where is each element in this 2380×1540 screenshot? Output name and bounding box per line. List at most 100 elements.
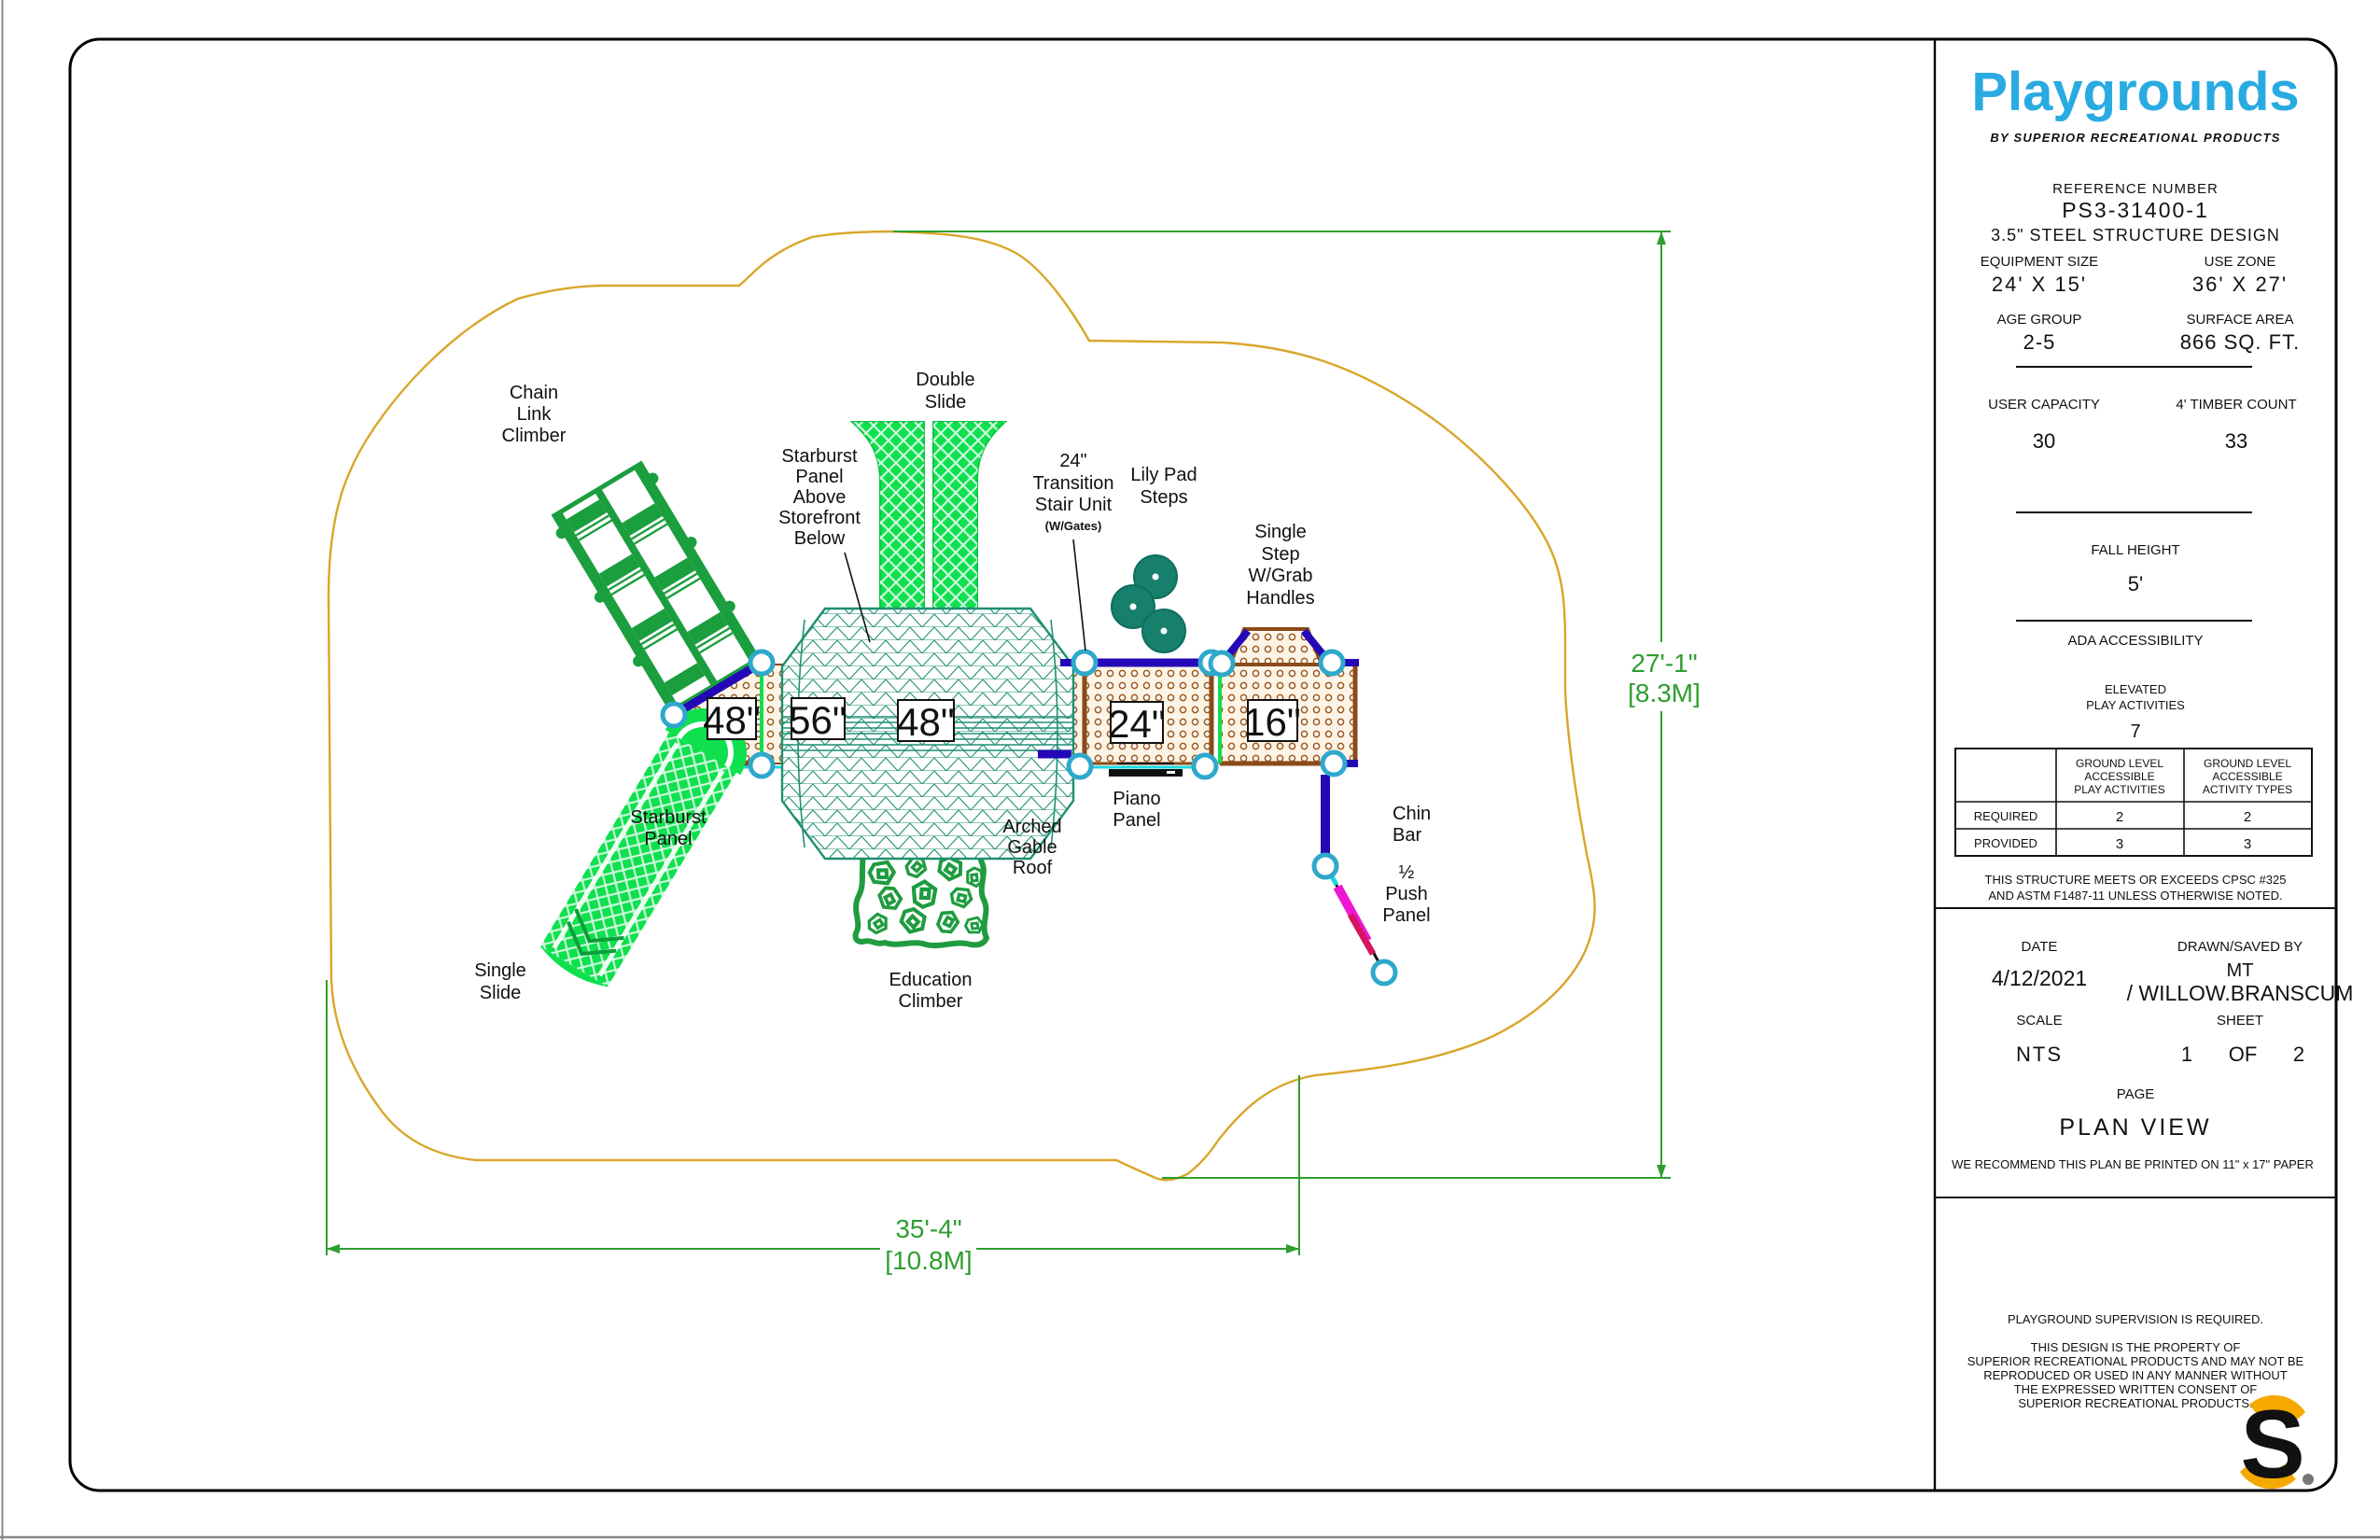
sheet-total: 2 [2293, 1043, 2304, 1066]
timber-count-label: 4' TIMBER COUNT [2176, 397, 2296, 413]
svg-text:Piano: Piano [1113, 789, 1160, 809]
label-push-panel: ½ Push Panel [1382, 862, 1430, 926]
label-transition-stair: 24" Transition Stair Unit (W/Gates) [1032, 451, 1113, 533]
svg-text:Steps: Steps [1140, 487, 1187, 508]
svg-text:Gable: Gable [1007, 837, 1057, 858]
svg-text:S: S [2240, 1391, 2304, 1499]
page-label: PAGE [2117, 1086, 2155, 1102]
print-note: WE RECOMMEND THIS PLAN BE PRINTED ON 11"… [1952, 1157, 2314, 1171]
svg-text:Panel: Panel [1113, 810, 1160, 831]
s-logo: S [2240, 1391, 2314, 1499]
dim-height-ft: 27'-1" [1631, 649, 1697, 678]
page-border [68, 37, 2338, 1492]
use-zone-outline [327, 230, 1596, 1182]
svg-text:ACCESSIBLE: ACCESSIBLE [2212, 770, 2282, 783]
svg-text:Step: Step [1261, 544, 1299, 565]
dim-height-m: [8.3M] [1628, 679, 1701, 707]
user-capacity: 30 [2033, 429, 2055, 453]
property-line-1: SUPERIOR RECREATIONAL PRODUCTS AND MAY N… [1967, 1354, 2304, 1368]
svg-text:REQUIRED: REQUIRED [1974, 809, 2038, 823]
design-spec: 3.5" STEEL STRUCTURE DESIGN [1991, 226, 2280, 245]
drawn-by-label: DRAWN/SAVED BY [2177, 939, 2303, 955]
svg-text:Storefront: Storefront [778, 508, 861, 528]
push-panel [1326, 870, 1383, 968]
lily-pad-steps [1111, 554, 1186, 653]
svg-text:3: 3 [2244, 836, 2251, 852]
label-chain-link-climber: Chain Link Climber [502, 383, 567, 446]
posts [660, 649, 1398, 987]
connectors [1038, 628, 1359, 862]
cpsc-note-1: THIS STRUCTURE MEETS OR EXCEEDS CPSC #32… [1985, 873, 2287, 887]
elevated-label-2: PLAY ACTIVITIES [2086, 698, 2185, 712]
svg-text:Transition: Transition [1032, 473, 1113, 494]
label-chin-bar: Chin Bar [1393, 804, 1431, 846]
page-value: PLAN VIEW [2059, 1114, 2211, 1141]
svg-text:Climber: Climber [899, 991, 963, 1012]
single-slide [539, 708, 747, 987]
svg-text:W/Grab: W/Grab [1249, 566, 1313, 586]
date-value: 4/12/2021 [1992, 966, 2087, 990]
svg-text:Panel: Panel [644, 829, 692, 849]
elevated-label-1: ELEVATED [2105, 682, 2166, 696]
property-line-2: REPRODUCED OR USED IN ANY MANNER WITHOUT [1983, 1368, 2288, 1382]
logo-subtitle: BY SUPERIOR RECREATIONAL PRODUCTS [1990, 131, 2280, 145]
piano-panel [1109, 763, 1183, 777]
supervision-note: PLAYGROUND SUPERVISION IS REQUIRED. [2008, 1312, 2263, 1326]
svg-text:Bar: Bar [1393, 825, 1421, 846]
property-line-0: THIS DESIGN IS THE PROPERTY OF [2031, 1340, 2241, 1354]
leader-lines [844, 539, 1086, 651]
svg-text:Panel: Panel [1382, 905, 1430, 926]
date-label: DATE [2022, 939, 2058, 955]
svg-text:Single: Single [1254, 522, 1307, 542]
label-single-step: Single Step W/Grab Handles [1246, 522, 1314, 609]
svg-text:2: 2 [2244, 809, 2251, 825]
label-single-slide: Single Slide [474, 960, 526, 1003]
title-block: Playgrounds BY SUPERIOR RECREATIONAL PRO… [1933, 39, 2354, 1499]
svg-text:GROUND LEVEL: GROUND LEVEL [2204, 757, 2291, 770]
reference-number-label: REFERENCE NUMBER [2052, 181, 2219, 197]
svg-text:Slide: Slide [480, 983, 521, 1003]
svg-text:Single: Single [474, 960, 526, 981]
scale-label: SCALE [2016, 1013, 2062, 1029]
climber-connector [671, 659, 764, 719]
dim-width-m: [10.8M] [885, 1246, 972, 1275]
svg-text:Arched: Arched [1002, 817, 1061, 837]
drawn-by-1: MT [2227, 960, 2254, 981]
label-arched-gable-roof: Arched Gable Roof [1002, 817, 1061, 878]
user-capacity-label: USER CAPACITY [1988, 397, 2100, 413]
svg-text:Stair Unit: Stair Unit [1035, 495, 1113, 515]
svg-text:Roof: Roof [1013, 858, 1053, 878]
deck-size-24: 24" [1108, 702, 1166, 746]
svg-text:PROVIDED: PROVIDED [1974, 836, 2037, 850]
deck-size-48a: 48" [703, 698, 761, 742]
drawn-by-2: / WILLOW.BRANSCUM [2127, 981, 2354, 1005]
reference-number: PS3-31400-1 [2062, 198, 2209, 222]
fall-height-label: FALL HEIGHT [2091, 542, 2179, 558]
surface-area: 866 SQ. FT. [2180, 330, 2300, 354]
label-starburst-panel: Starburst Panel [630, 807, 707, 849]
svg-text:PLAY ACTIVITIES: PLAY ACTIVITIES [2074, 783, 2165, 796]
sheet-label: SHEET [2217, 1013, 2263, 1029]
svg-text:2: 2 [2116, 809, 2123, 825]
dim-width-ft: 35'-4" [895, 1214, 961, 1243]
svg-text:Slide: Slide [925, 392, 966, 413]
svg-text:Starburst: Starburst [630, 807, 707, 828]
fall-height: 5' [2128, 572, 2143, 595]
elevated-value: 7 [2130, 721, 2140, 742]
sheet-num: 1 [2181, 1043, 2192, 1066]
equipment-size: 24' X 15' [1992, 273, 2087, 296]
cpsc-note-2: AND ASTM F1487-11 UNLESS OTHERWISE NOTED… [1988, 889, 2282, 903]
svg-text:Climber: Climber [502, 426, 567, 446]
svg-text:(W/Gates): (W/Gates) [1045, 519, 1102, 533]
equipment-size-label: EQUIPMENT SIZE [1981, 254, 2098, 270]
svg-text:Above: Above [793, 487, 847, 508]
sheet-of: OF [2229, 1043, 2258, 1066]
svg-text:Below: Below [794, 528, 846, 549]
dimension-arrows [327, 231, 1666, 1253]
age-group: 2-5 [2023, 330, 2056, 354]
label-starburst-above: Starburst Panel Above Storefront Below [778, 446, 861, 549]
svg-text:Panel: Panel [795, 467, 843, 487]
svg-text:Lily Pad: Lily Pad [1130, 465, 1197, 485]
